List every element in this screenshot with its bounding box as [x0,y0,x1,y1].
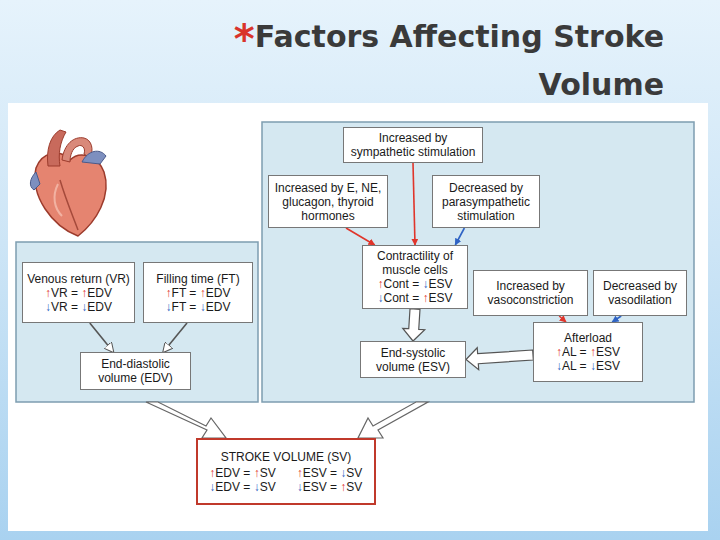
relation-text: ↑Cont = ↓ESV [367,277,463,291]
hollow-arrow [146,402,226,438]
title-block: *Factors Affecting Stroke Volume [180,14,664,108]
relation-text: ↓FT = ↓EDV [148,300,248,314]
box-heading: Afterload [538,331,638,345]
result-box: STROKE VOLUME (SV)↑EDV = ↑SV↑ESV = ↓SV↓E… [196,438,376,505]
hollow-arrow [466,348,533,370]
relation-text: ↑ESV = ↓SV [289,466,370,480]
relation-text: ↑AL = ↑ESV [538,345,638,359]
box-heading: Decreased by parasympathetic stimulation [437,181,535,223]
relation-text: ↑EDV = ↑SV [202,466,283,480]
box-heading: Venous return (VR) [27,272,130,286]
bullet-mark: * [234,16,255,62]
relation-text: ↓AL = ↓ESV [538,359,638,373]
influence-arrow [455,228,464,245]
box-heading: Increased by sympathetic stimulation [348,131,478,159]
white-panel [8,103,708,531]
factor-box: Filling time (FT)↑FT = ↑EDV↓FT = ↓EDV [143,262,253,323]
factor-box: Afterload↑AL = ↑ESV↓AL = ↓ESV [533,322,643,382]
relation-text: ↓VR = ↓EDV [27,300,130,314]
volume-box: End-diastolic volume (EDV) [80,352,191,390]
influence-box: Increased by E, NE, glucagon, thyroid ho… [268,175,388,228]
box-heading: End-systolic volume (ESV) [365,346,461,374]
box-heading: Contractility of muscle cells [367,249,463,277]
influence-box: Increased by sympathetic stimulation [343,127,483,163]
relation-text: ↑VR = ↑EDV [27,286,130,300]
box-heading: Filling time (FT) [148,272,248,286]
slide-title: Factors Affecting Stroke Volume [255,19,664,102]
influence-arrow [346,228,375,245]
right-panel [262,122,694,402]
box-heading: STROKE VOLUME (SV) [202,450,370,464]
influence-box: Decreased by vasodilation [593,270,687,316]
box-heading: Decreased by vasodilation [598,279,682,307]
relation-text: ↓ESV = ↑SV [289,480,370,494]
box-heading: End-diastolic volume (EDV) [85,357,186,385]
influence-box: Increased by vasoconstriction [473,270,588,316]
influence-box: Decreased by parasympathetic stimulation [432,175,540,228]
factor-box: Venous return (VR)↑VR = ↑EDV↓VR = ↓EDV [22,262,135,323]
factor-box: Contractility of muscle cells↑Cont = ↓ES… [362,245,468,309]
relation-text: ↑FT = ↑EDV [148,286,248,300]
influence-arrow [163,323,187,352]
hollow-arrow [358,402,428,438]
left-panel [16,242,258,402]
heart-illustration [30,130,106,236]
hollow-arrow [403,309,425,341]
box-heading: Increased by vasoconstriction [478,279,583,307]
influence-arrow [413,163,415,245]
relation-text: ↓Cont = ↑ESV [367,291,463,305]
volume-box: End-systolic volume (ESV) [360,341,466,378]
box-heading: Increased by E, NE, glucagon, thyroid ho… [273,181,383,223]
influence-arrow [90,323,114,352]
relation-text: ↓EDV = ↓SV [202,480,283,494]
